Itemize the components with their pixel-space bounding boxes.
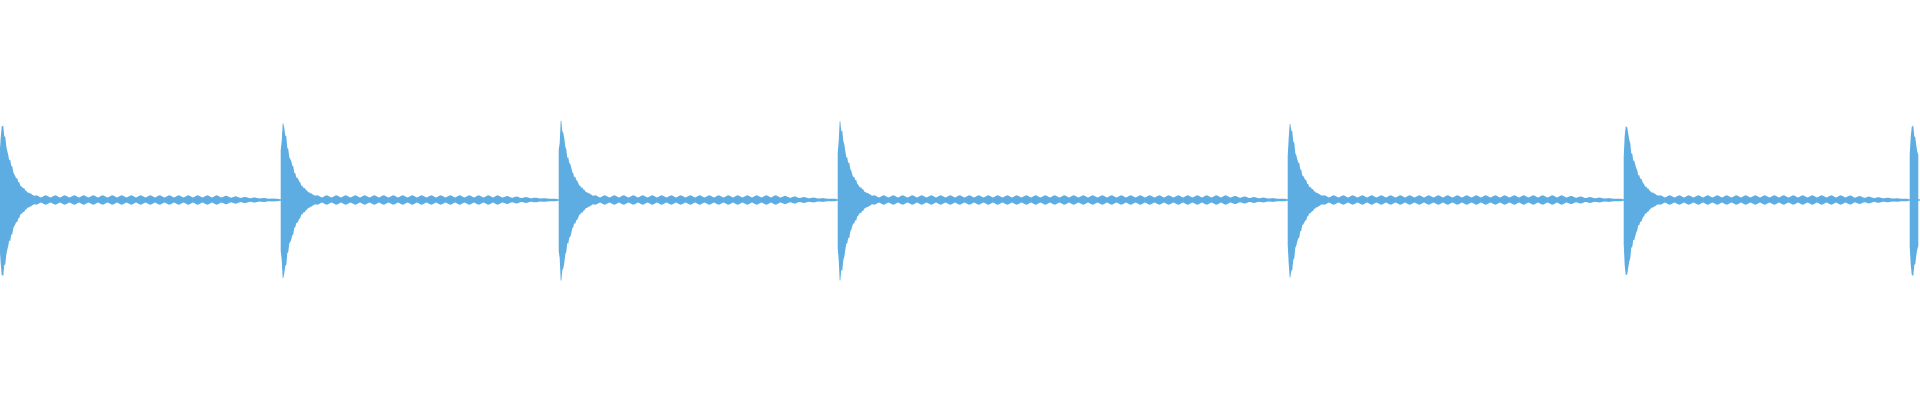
waveform-track <box>0 120 1920 281</box>
waveform-hit-3 <box>558 120 837 281</box>
waveform-hit-1 <box>0 125 280 276</box>
waveform-hit-5 <box>1287 123 1623 278</box>
waveform-hit-2 <box>280 123 558 279</box>
waveform-hit-6 <box>1623 126 1909 276</box>
waveform-hit-7 <box>1909 125 1919 277</box>
waveform-hit-4 <box>837 121 1287 281</box>
